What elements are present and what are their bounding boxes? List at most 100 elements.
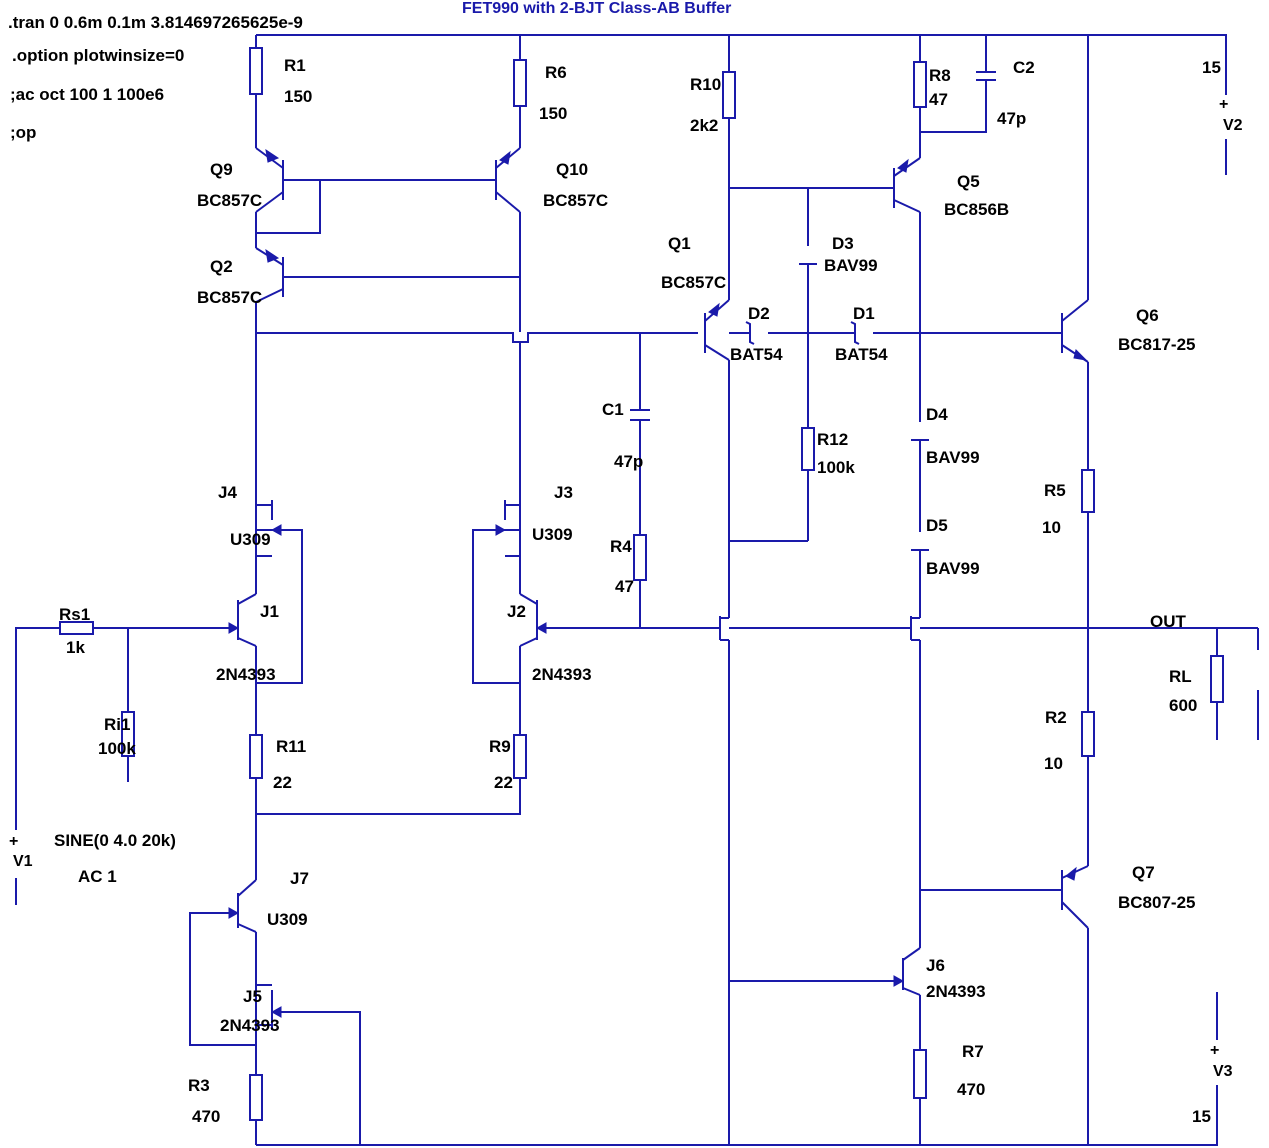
directive-tran: .tran 0 0.6m 0.1m 3.814697265625e-9 xyxy=(8,13,303,32)
label-d1-value: BAT54 xyxy=(835,345,888,364)
label-j1-ref: J1 xyxy=(260,602,279,621)
label-j2-value: 2N4393 xyxy=(532,665,592,684)
label-r11-ref: R11 xyxy=(276,737,306,756)
diode-d1 xyxy=(850,321,873,345)
label-q5-value: BC856B xyxy=(944,200,1009,219)
label-ri1-ref: Ri1 xyxy=(104,715,130,734)
jfet-j4 xyxy=(255,500,282,557)
label-v1-value: SINE(0 4.0 20k) xyxy=(54,831,176,850)
resistor-rs1 xyxy=(59,621,94,635)
label-q6-ref: Q6 xyxy=(1136,306,1159,325)
label-q1-ref: Q1 xyxy=(668,234,691,253)
label-r10-value: 2k2 xyxy=(690,116,718,135)
label-d5-ref: D5 xyxy=(926,516,948,535)
label-j3-ref: J3 xyxy=(554,483,573,502)
label-r8-value: 47 xyxy=(929,90,948,109)
component-labels: R1 150 R6 150 R10 2k2 R8 47 C2 47p 15 V2… xyxy=(13,56,1243,1126)
label-j5-value: 2N4393 xyxy=(220,1016,280,1035)
ground-icon xyxy=(1216,178,1236,190)
transistor-q5 xyxy=(893,157,921,213)
label-q6-value: BC817-25 xyxy=(1118,335,1196,354)
label-r7-ref: R7 xyxy=(962,1042,984,1061)
resistor-r9 xyxy=(513,734,527,779)
label-d1-ref: D1 xyxy=(853,304,875,323)
label-q9-value: BC857C xyxy=(197,191,262,210)
label-r9-ref: R9 xyxy=(489,737,511,756)
diode-d3 xyxy=(799,246,817,265)
resistor-r11 xyxy=(249,734,263,779)
resistor-r4 xyxy=(633,534,647,581)
resistor-ri1 xyxy=(121,711,135,757)
label-r4-value: 47 xyxy=(615,577,634,596)
label-r6-ref: R6 xyxy=(545,63,567,82)
label-c1-ref: C1 xyxy=(602,400,624,419)
label-j3-value: U309 xyxy=(532,525,573,544)
label-r5-value: 10 xyxy=(1042,518,1061,537)
voltage-source-v2: + xyxy=(1210,95,1242,175)
label-c2-ref: C2 xyxy=(1013,58,1035,77)
label-r5-ref: R5 xyxy=(1044,481,1066,500)
label-v1-ref: V1 xyxy=(13,853,33,870)
label-d5-value: BAV99 xyxy=(926,559,980,578)
label-v3-ref: V3 xyxy=(1213,1063,1233,1080)
transistor-q9 xyxy=(255,147,284,213)
label-j4-ref: J4 xyxy=(218,483,237,502)
label-r10-ref: R10 xyxy=(690,75,721,94)
label-ri1-value: 100k xyxy=(98,739,136,758)
voltage-source-v1: + xyxy=(0,830,32,878)
label-q7-value: BC807-25 xyxy=(1118,893,1196,912)
jfet-j6 xyxy=(893,947,921,996)
label-j7-ref: J7 xyxy=(290,869,309,888)
label-d4-value: BAV99 xyxy=(926,448,980,467)
label-j6-value: 2N4393 xyxy=(926,982,986,1001)
label-r2-value: 10 xyxy=(1044,754,1063,773)
resistor-r10 xyxy=(722,71,736,119)
label-q5-ref: Q5 xyxy=(957,172,980,191)
capacitor-c1 xyxy=(630,409,650,421)
label-d2-ref: D2 xyxy=(748,304,770,323)
label-r7-value: 470 xyxy=(957,1080,985,1099)
label-r11-value: 22 xyxy=(273,773,292,792)
label-r3-ref: R3 xyxy=(188,1076,210,1095)
wires xyxy=(15,34,1259,1146)
label-q10-ref: Q10 xyxy=(556,160,588,179)
ground-symbols xyxy=(6,178,1268,992)
resistor-r12 xyxy=(801,427,815,471)
label-q2-value: BC857C xyxy=(197,288,262,307)
jfet-output-left xyxy=(719,616,729,641)
label-r12-value: 100k xyxy=(817,458,855,477)
diode-d4 xyxy=(911,422,929,441)
jfet-j5 xyxy=(255,980,282,1030)
label-j5-ref: J5 xyxy=(243,987,262,1006)
label-q9-ref: Q9 xyxy=(210,160,233,179)
label-q1-value: BC857C xyxy=(661,273,726,292)
directive-option: .option plotwinsize=0 xyxy=(12,46,184,65)
diode-d2 xyxy=(745,321,768,345)
label-rs1-ref: Rs1 xyxy=(59,605,90,624)
transistor-q2 xyxy=(255,247,284,303)
label-r2-ref: R2 xyxy=(1045,708,1067,727)
label-v2-ref: V2 xyxy=(1223,117,1243,134)
schematic-title: FET990 with 2-BJT Class-AB Buffer xyxy=(462,0,731,17)
label-q2-ref: Q2 xyxy=(210,257,233,276)
transistor-q7 xyxy=(1061,865,1089,929)
label-d2-value: BAT54 xyxy=(730,345,783,364)
label-rs1-value: 1k xyxy=(66,638,85,657)
resistor-r5 xyxy=(1081,469,1095,513)
label-r6-value: 150 xyxy=(539,104,567,123)
transistor-q1 xyxy=(704,299,730,361)
ground-icon xyxy=(118,783,138,795)
transistor-q6 xyxy=(1061,299,1089,363)
label-v1-ac: AC 1 xyxy=(78,867,117,886)
label-c2-value: 47p xyxy=(997,109,1026,128)
jfet-output-right xyxy=(910,616,920,641)
supply-arrow-icon xyxy=(1207,980,1227,992)
resistor-r3 xyxy=(249,1074,263,1121)
voltage-source-v3: + xyxy=(1201,1041,1233,1085)
label-v3-value: 15 xyxy=(1192,1107,1211,1126)
svg-text:+: + xyxy=(1219,96,1228,113)
directive-op: ;op xyxy=(10,123,36,142)
label-d3-value: BAV99 xyxy=(824,256,878,275)
resistors xyxy=(59,47,1224,1121)
